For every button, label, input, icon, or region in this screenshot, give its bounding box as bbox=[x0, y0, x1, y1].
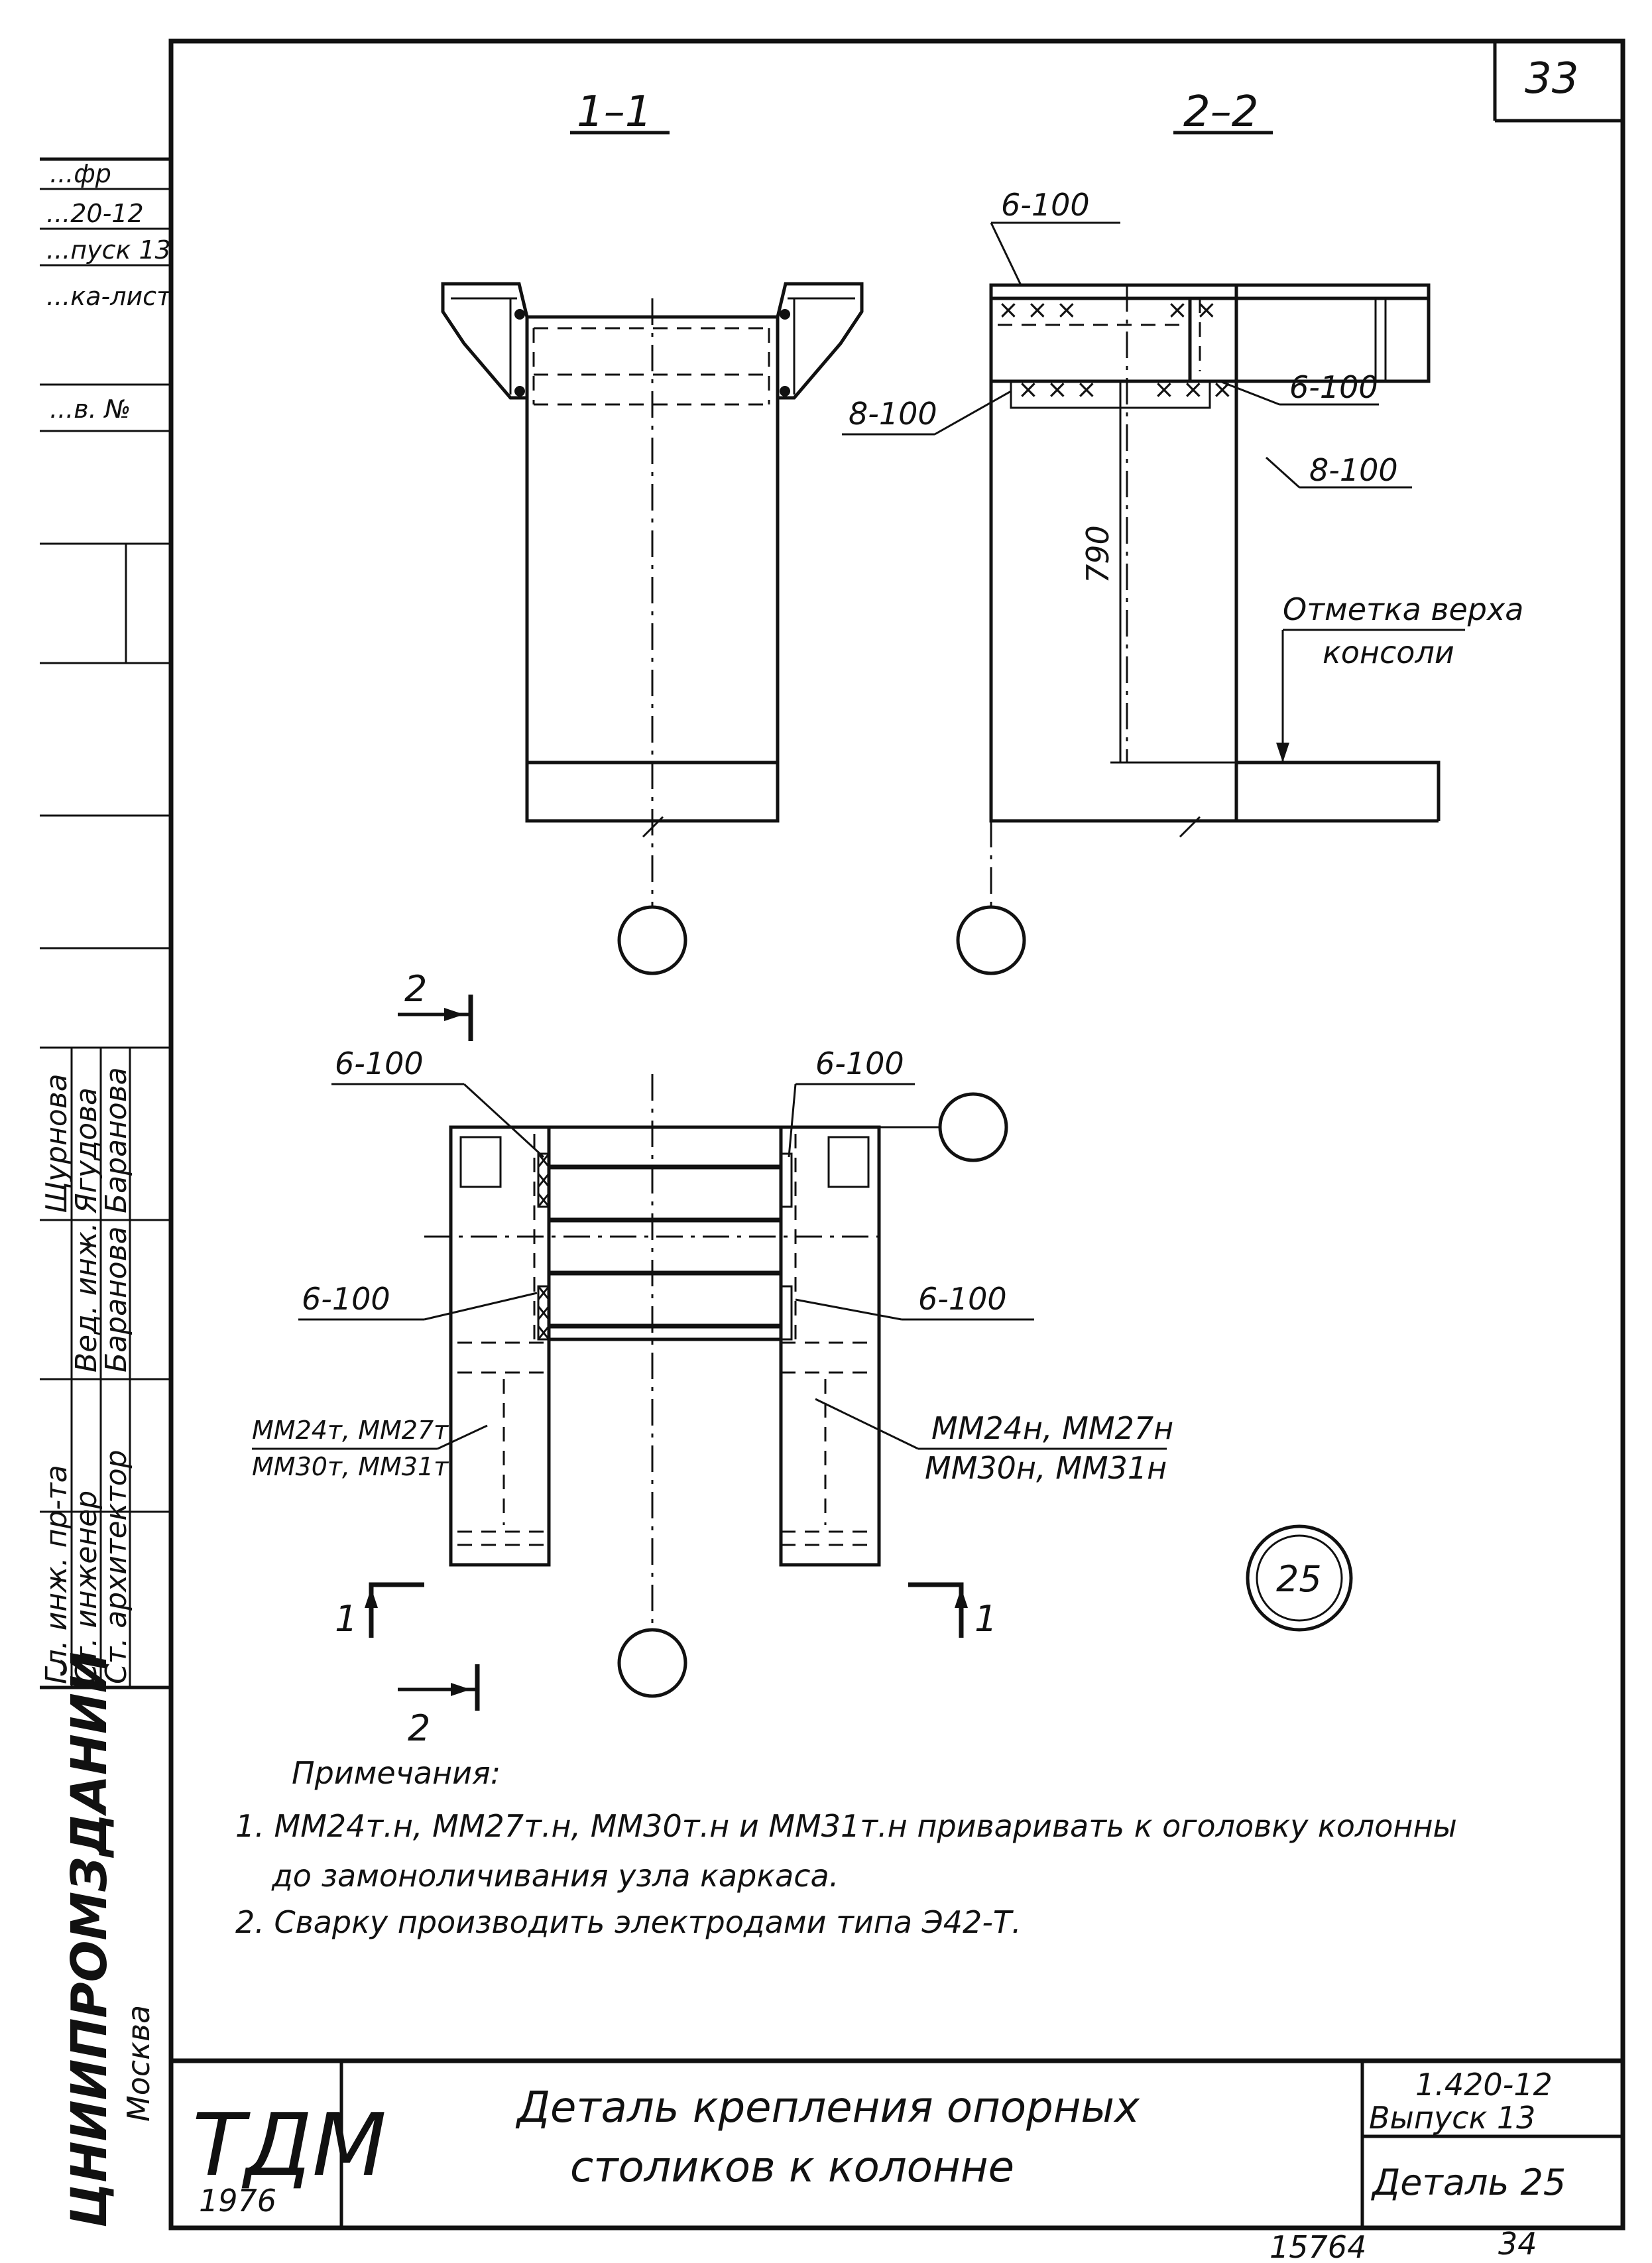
issue-number: Выпуск 13 bbox=[1369, 2100, 1535, 2136]
section-1-1-label: 1–1 bbox=[577, 88, 652, 137]
footer-sheet-number: 34 bbox=[1498, 2226, 1537, 2262]
dimension-790: 790 bbox=[1080, 525, 1116, 583]
weld-label-plan-tr: 6-100 bbox=[815, 1046, 904, 1081]
view-section-1-1 bbox=[441, 131, 864, 975]
footer-archive-number: 15764 bbox=[1269, 2229, 1366, 2263]
weld-mark-x: × × × bbox=[1153, 375, 1233, 404]
page-number: 33 bbox=[1525, 54, 1578, 103]
name-3: Баранова bbox=[99, 1067, 133, 1213]
drawing-title-line-2: столиков к колонне bbox=[570, 2143, 1014, 2192]
weld-label-left: 8-100 bbox=[849, 396, 937, 432]
note-line-3: 2. Сварку производить электродами типа Э… bbox=[235, 1904, 1022, 1940]
elevation-note-2: консоли bbox=[1323, 635, 1454, 670]
cut-2-top-label: 2 bbox=[404, 968, 427, 1010]
weld-mark-x: × × × bbox=[998, 295, 1077, 324]
left-margin-stamps bbox=[40, 157, 171, 1689]
title-block-year: 1976 bbox=[199, 2183, 276, 2219]
left-mark-line-1: ММ24т, ММ27т bbox=[252, 1416, 449, 1445]
weld-mark-x: × × bbox=[1167, 295, 1217, 324]
signature-1: Вед. инж. bbox=[70, 1222, 103, 1373]
name-2: Ягудова bbox=[70, 1087, 103, 1214]
view-plan bbox=[252, 995, 1353, 1711]
weld-label-plan-ml: 6-100 bbox=[302, 1281, 390, 1317]
drawing-frame bbox=[168, 38, 1625, 2231]
stamp-text-5: ...в. № bbox=[50, 395, 131, 424]
cut-2-bottom-label: 2 bbox=[408, 1707, 430, 1749]
organization-city: Москва bbox=[121, 2005, 156, 2122]
stamp-text-3: ...пуск 13 bbox=[46, 235, 171, 265]
weld-label-top: 6-100 bbox=[1001, 187, 1090, 223]
drawing-title-line-1: Деталь крепления опорных bbox=[515, 2083, 1140, 2132]
stamp-text-1: ...фр bbox=[50, 159, 111, 188]
section-2-2-label: 2–2 bbox=[1183, 88, 1258, 137]
note-line-2: до замоноличивания узла каркаса. bbox=[271, 1858, 839, 1894]
stamp-text-4: ...ка-лист bbox=[46, 282, 172, 311]
detail-label: Деталь 25 bbox=[1371, 2162, 1566, 2203]
elevation-note-1: Отметка верха bbox=[1283, 591, 1523, 627]
stamp-text-2: ...20-12 bbox=[46, 199, 144, 228]
note-line-1: 1. ММ24т.н, ММ27т.н, ММ30т.н и ММ31т.н п… bbox=[235, 1808, 1457, 1844]
right-mark-line-1: ММ24н, ММ27н bbox=[931, 1410, 1173, 1446]
weld-label-right-2: 8-100 bbox=[1309, 452, 1398, 488]
series-number: 1.420-12 bbox=[1415, 2067, 1553, 2103]
role-senior-architect: Ст. архитектор bbox=[99, 1449, 133, 1684]
view-section-2-2: × × × × × × × × × × × bbox=[842, 131, 1465, 975]
weld-label-plan-mr: 6-100 bbox=[918, 1281, 1007, 1317]
left-mark-line-2: ММ30т, ММ31т bbox=[252, 1452, 449, 1481]
weld-label-plan-tl: 6-100 bbox=[335, 1046, 424, 1081]
title-block-logo: ТДМ bbox=[192, 2095, 386, 2195]
right-mark-line-2: ММ30н, ММ31н bbox=[925, 1450, 1167, 1486]
organization-name: ЦНИИПРОМЗДАНИЙ bbox=[60, 1652, 118, 2228]
role-senior-engineer: Ст. инженер bbox=[70, 1491, 103, 1684]
weld-label-right-1: 6-100 bbox=[1289, 369, 1378, 405]
weld-mark-x: × × × bbox=[1018, 375, 1097, 404]
cut-1-left-label: 1 bbox=[335, 1598, 357, 1640]
role-chief-engineer: Гл. инж. пр-та bbox=[40, 1465, 74, 1684]
signature-2: Баранова bbox=[99, 1226, 133, 1373]
cut-1-right-label: 1 bbox=[974, 1598, 997, 1640]
notes-heading: Примечания: bbox=[292, 1755, 501, 1791]
name-1: Щурнова bbox=[40, 1073, 74, 1213]
detail-number-bubble: 25 bbox=[1276, 1558, 1322, 1600]
